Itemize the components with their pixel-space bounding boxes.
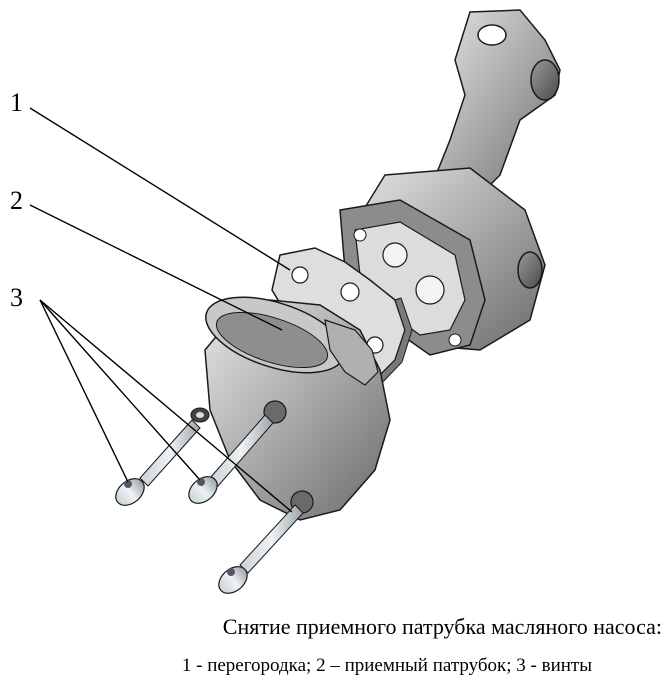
- plate-hole: [291, 266, 309, 284]
- leader-line-1: [29, 107, 291, 271]
- pump-flange-hole: [448, 333, 462, 347]
- pump-gear-hole: [415, 275, 445, 305]
- screw-shank: [139, 419, 201, 487]
- pump-mounting-arm: [429, 9, 561, 206]
- intake-pipe-inner: [215, 311, 329, 369]
- washers: [190, 407, 210, 423]
- leader-line-3a: [39, 299, 129, 483]
- screw-shank: [239, 504, 304, 574]
- leader-line-3c: [39, 299, 293, 513]
- leader-line-3b: [39, 299, 201, 481]
- figure-caption-legend: 1 - перегородка; 2 – приемный патрубок; …: [181, 655, 592, 676]
- screw-hex-socket: [124, 480, 132, 488]
- screw-hex-socket: [197, 478, 205, 486]
- pump-gear-hole: [382, 242, 408, 268]
- arm-bolt-hole: [477, 24, 507, 46]
- intake-pipe-boss: [263, 400, 287, 424]
- screw-head: [115, 478, 145, 506]
- intake-pipe-flange: [324, 319, 379, 386]
- intake-pipe: [204, 296, 391, 521]
- callout-1: 1: [10, 88, 23, 117]
- screw-hex-socket: [227, 568, 235, 576]
- washer: [196, 412, 204, 418]
- screws: [115, 414, 304, 594]
- pump-flange-hole: [353, 228, 367, 242]
- oil-pump-body: [339, 9, 561, 356]
- screw-head: [188, 476, 218, 504]
- plate-hole: [340, 282, 360, 302]
- arm-boss: [530, 59, 560, 101]
- callout-2: 2: [10, 186, 23, 215]
- figure-caption-title: Снятие приемного патрубка масляного насо…: [222, 614, 662, 639]
- callout-3: 3: [10, 283, 23, 312]
- leader-lines: [29, 107, 293, 513]
- pump-side-boss: [517, 251, 543, 289]
- screw-head: [218, 566, 248, 594]
- leader-line-2: [29, 204, 283, 331]
- oil-pump-exploded-view: [29, 9, 561, 594]
